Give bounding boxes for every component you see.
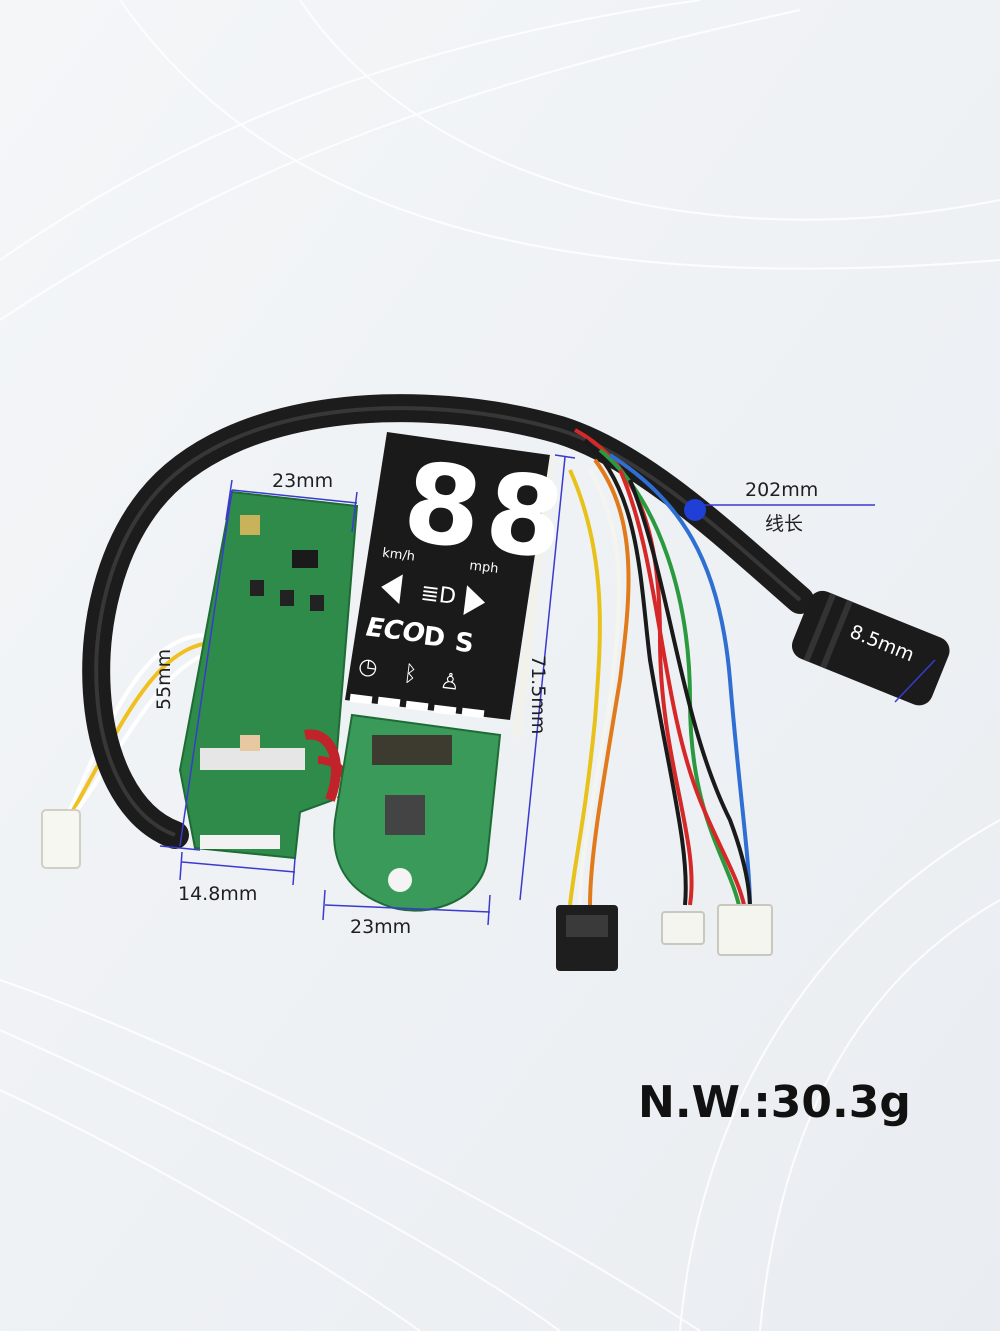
unit-mph: mph (469, 558, 500, 576)
cable-length-marker (684, 499, 706, 521)
speed-digits: 88 (397, 438, 576, 585)
unit-kmh: km/h (381, 546, 415, 565)
round-connector (791, 590, 950, 706)
pcb-height-label: 55mm (153, 649, 175, 710)
cable-length-cn-label: 线长 (765, 513, 803, 535)
mode-d: D (422, 621, 447, 653)
connector-dim-line (894, 659, 936, 703)
right-arrow-icon (463, 585, 486, 616)
headlight-icon: ≣D (419, 581, 457, 610)
pcb-top-width-label: 23mm (272, 470, 333, 492)
white-connector (717, 904, 773, 956)
lcd-content: 88 km/h mph ≣D ECO D S ◷ ᛒ ♙ (357, 438, 577, 696)
small-white-connector (661, 911, 705, 945)
bluetooth-icon: ᛒ (402, 661, 418, 687)
left-pcb (178, 490, 359, 860)
dash-height-label: 71.5mm (527, 655, 549, 734)
dashboard (333, 432, 555, 912)
speedometer-icon: ◷ (357, 654, 379, 681)
mode-s: S (453, 627, 475, 659)
mode-eco: ECO (364, 612, 426, 649)
net-weight-label: N.W.:30.3g (638, 1077, 911, 1128)
dimension-lines (159, 454, 576, 926)
left-arrow-icon (381, 574, 403, 605)
left-white-connector (41, 809, 81, 869)
colored-wires (568, 428, 752, 911)
walk-icon: ♙ (439, 669, 462, 696)
black-connector (556, 905, 618, 971)
cable-length-label: 202mm (745, 479, 818, 501)
dash-bottom-width-label: 23mm (350, 916, 411, 938)
pcb-bottom-width-label: 14.8mm (178, 883, 257, 905)
